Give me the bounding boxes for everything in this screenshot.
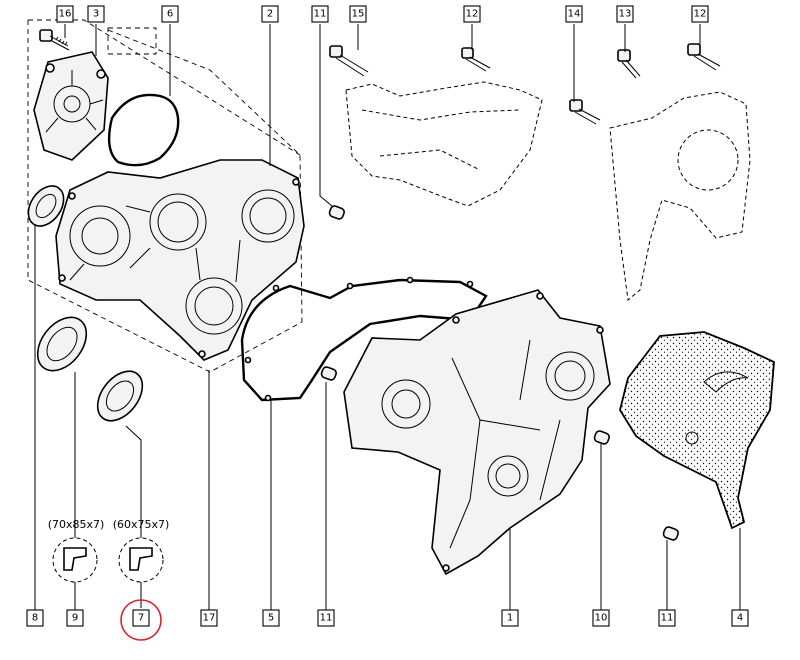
seal-8 — [27, 185, 65, 227]
callout-16: 16 — [56, 5, 74, 23]
seal-section-7 — [118, 537, 164, 583]
gasket-6 — [107, 93, 180, 167]
callout-12-right: 12 — [691, 5, 709, 23]
leader-lines — [34, 24, 741, 610]
dowel-pin-11-upper — [328, 205, 345, 220]
gasket-5 — [240, 276, 488, 402]
callout-label: 5 — [268, 613, 274, 624]
callout-14: 14 — [565, 5, 583, 23]
assembly-dashed-outlines — [27, 19, 303, 373]
ghost-housing-right — [609, 91, 751, 301]
callout-label: 2 — [267, 9, 273, 20]
bolt-12-right — [687, 43, 721, 71]
oil-seal-7 — [96, 370, 144, 422]
timing-cover-2 — [55, 159, 305, 361]
bolt-15 — [329, 45, 369, 77]
callout-label: 14 — [568, 9, 581, 20]
callout-label: 12 — [694, 9, 707, 20]
bolt-14 — [569, 99, 601, 125]
dowel-pin-10 — [593, 430, 610, 445]
callout-label: 13 — [619, 9, 632, 20]
callout-label: 9 — [72, 613, 78, 624]
oil-seal-9 — [36, 316, 88, 372]
bolt-16 — [39, 29, 70, 51]
timing-cover-1 — [343, 289, 611, 576]
callout-label: 7 — [138, 613, 144, 624]
callout-label: 11 — [320, 613, 333, 624]
dowel-pin-11-middle — [320, 366, 337, 381]
dowel-pin-11-lower — [662, 526, 679, 541]
callout-11-top: 11 — [311, 5, 329, 23]
callout-3: 3 — [87, 5, 105, 23]
callout-label: 3 — [93, 9, 99, 20]
callout-label: 16 — [59, 9, 72, 20]
callout-15: 15 — [349, 5, 367, 23]
callout-12-left: 12 — [463, 5, 481, 23]
callout-label: 11 — [314, 9, 327, 20]
callout-2: 2 — [261, 5, 279, 23]
callout-4: 4 — [731, 609, 749, 627]
seal-section-9 — [52, 537, 98, 583]
callout-10: 10 — [592, 609, 610, 627]
callout-label: 15 — [352, 9, 365, 20]
callout-label: 4 — [737, 613, 743, 624]
callout-label: 11 — [661, 613, 674, 624]
callout-1: 1 — [501, 609, 519, 627]
callout-11-bottom-left: 11 — [317, 609, 335, 627]
callout-label: 8 — [32, 613, 38, 624]
highlight-ring — [120, 599, 162, 641]
callout-9: 9 — [66, 609, 84, 627]
bolt-13 — [617, 49, 641, 79]
callout-11-bottom-right: 11 — [658, 609, 676, 627]
callout-7: 7 — [132, 609, 150, 627]
callout-17: 17 — [200, 609, 218, 627]
callout-6: 6 — [161, 5, 179, 23]
callouts-bottom: 8 9 7 17 5 11 1 10 — [26, 609, 749, 627]
callout-8: 8 — [26, 609, 44, 627]
callout-label: 12 — [466, 9, 479, 20]
ghost-housing-left — [345, 81, 543, 207]
gasket-4 — [619, 331, 775, 530]
callout-label: 1 — [507, 613, 513, 624]
cover-plate-3 — [33, 51, 109, 161]
callout-5: 5 — [262, 609, 280, 627]
callout-13: 13 — [616, 5, 634, 23]
bolt-12-left — [461, 47, 491, 72]
seal-size-label-9: (70x85x7) — [48, 518, 105, 531]
callout-label: 6 — [167, 9, 173, 20]
callouts-top: 16 3 6 2 11 15 12 14 — [56, 5, 709, 23]
callout-label: 10 — [595, 613, 608, 624]
callout-label: 17 — [203, 613, 216, 624]
